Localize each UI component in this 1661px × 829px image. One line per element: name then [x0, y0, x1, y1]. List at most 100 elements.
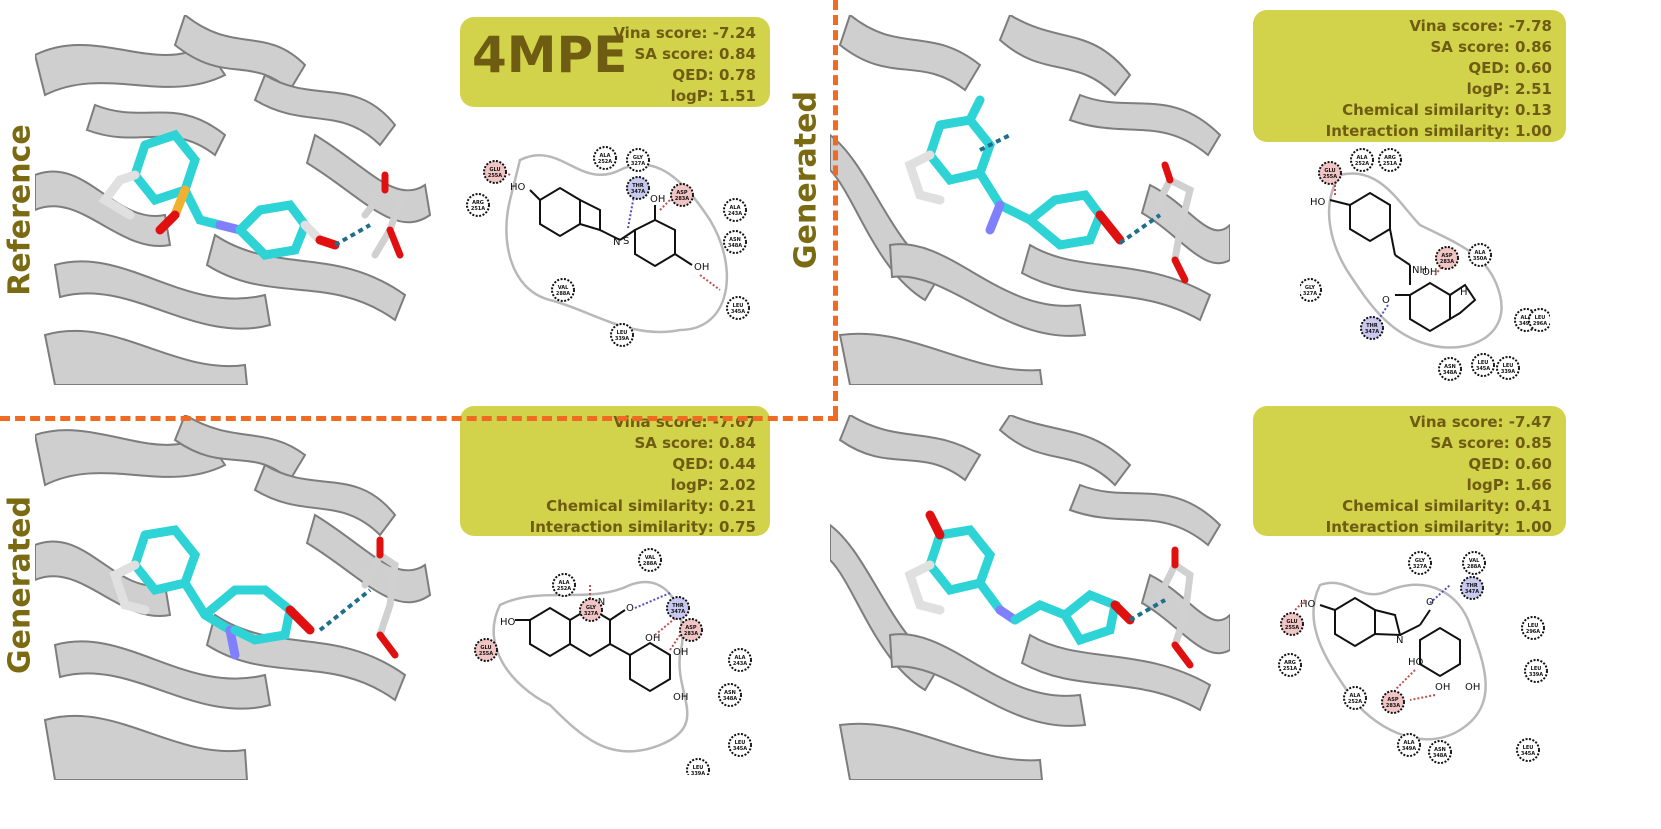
svg-text:LEU: LEU — [1478, 360, 1489, 366]
svg-text:252A: 252A — [1348, 699, 1362, 705]
sa-score: SA score: 0.84 — [634, 45, 756, 63]
sa-score: SA score: 0.86 — [1430, 38, 1552, 56]
svg-text:283A: 283A — [1386, 703, 1400, 709]
svg-text:347A: 347A — [1465, 589, 1479, 595]
logp-score: logP: 1.66 — [1466, 476, 1552, 494]
vina-score: Vina score: -7.78 — [1409, 17, 1552, 35]
panel-label: Reference — [2, 124, 38, 296]
svg-text:296A: 296A — [1526, 629, 1540, 635]
svg-text:O: O — [1382, 295, 1390, 306]
svg-text:ALA: ALA — [1357, 155, 1368, 161]
svg-text:GLU: GLU — [1286, 619, 1297, 625]
svg-text:327A: 327A — [584, 611, 598, 617]
svg-text:283A: 283A — [675, 196, 689, 202]
panel-label: Generated — [2, 496, 38, 674]
stats-box: 4MPE Vina score: -7.24 SA score: 0.84 QE… — [460, 17, 770, 107]
svg-text:252A: 252A — [1355, 161, 1369, 167]
svg-text:THR: THR — [1466, 583, 1478, 589]
svg-text:OH: OH — [1435, 682, 1450, 693]
svg-text:255A: 255A — [1323, 174, 1337, 180]
svg-text:ARG: ARG — [1384, 155, 1396, 161]
svg-text:251A: 251A — [471, 206, 485, 212]
svg-text:348A: 348A — [1433, 753, 1447, 759]
svg-text:327A: 327A — [1303, 291, 1317, 297]
svg-text:NH: NH — [1412, 265, 1427, 276]
svg-text:288A: 288A — [643, 561, 657, 567]
svg-text:339A: 339A — [615, 336, 629, 342]
logp-score: logP: 2.02 — [670, 476, 756, 494]
vina-score: Vina score: -7.24 — [613, 24, 756, 42]
logp-score: logP: 2.51 — [1466, 80, 1552, 98]
svg-text:345A: 345A — [1521, 751, 1535, 757]
svg-text:O: O — [626, 603, 634, 614]
svg-text:ASP: ASP — [1441, 253, 1452, 259]
svg-text:GLY: GLY — [1305, 285, 1316, 291]
svg-text:N: N — [1396, 635, 1403, 646]
qed-score: QED: 0.60 — [1468, 59, 1552, 77]
svg-text:ASP: ASP — [685, 625, 696, 631]
svg-text:H: H — [1460, 287, 1468, 298]
qed-score: QED: 0.60 — [1468, 455, 1552, 473]
svg-text:LEU: LEU — [1528, 623, 1539, 629]
svg-text:VAL: VAL — [558, 285, 569, 291]
svg-text:ASP: ASP — [676, 190, 687, 196]
svg-text:LEU: LEU — [617, 330, 628, 336]
svg-text:OH: OH — [1465, 682, 1480, 693]
sa-score: SA score: 0.85 — [1430, 434, 1552, 452]
svg-text:ALA: ALA — [1404, 740, 1415, 746]
svg-text:LEU: LEU — [693, 765, 704, 771]
svg-text:251A: 251A — [1283, 666, 1297, 672]
svg-text:ALA: ALA — [730, 205, 741, 211]
reference-divider-horizontal — [0, 416, 838, 421]
svg-text:ALA: ALA — [559, 580, 570, 586]
svg-text:ALA: ALA — [735, 655, 746, 661]
svg-text:GLY: GLY — [633, 155, 644, 161]
svg-text:LEU: LEU — [1531, 666, 1542, 672]
svg-text:327A: 327A — [631, 161, 645, 167]
svg-text:GLU: GLU — [1324, 168, 1335, 174]
svg-text:LEU: LEU — [1535, 315, 1546, 321]
interaction-similarity: Interaction similarity: 0.75 — [529, 518, 756, 536]
svg-text:347A: 347A — [631, 189, 645, 195]
svg-text:VAL: VAL — [1469, 558, 1480, 564]
panel-label: Generated — [788, 91, 824, 269]
svg-text:HO: HO — [1300, 599, 1316, 610]
reference-divider-vertical — [833, 0, 838, 416]
svg-text:251A: 251A — [1383, 161, 1397, 167]
svg-text:243A: 243A — [733, 661, 747, 667]
svg-text:HO: HO — [500, 617, 516, 628]
svg-text:349A: 349A — [1402, 746, 1416, 752]
svg-text:ARG: ARG — [472, 200, 484, 206]
stats-box: Vina score: -7.78 SA score: 0.86 QED: 0.… — [1253, 10, 1566, 142]
svg-text:283A: 283A — [684, 631, 698, 637]
svg-text:THR: THR — [672, 603, 684, 609]
svg-text:THR: THR — [1366, 323, 1378, 329]
